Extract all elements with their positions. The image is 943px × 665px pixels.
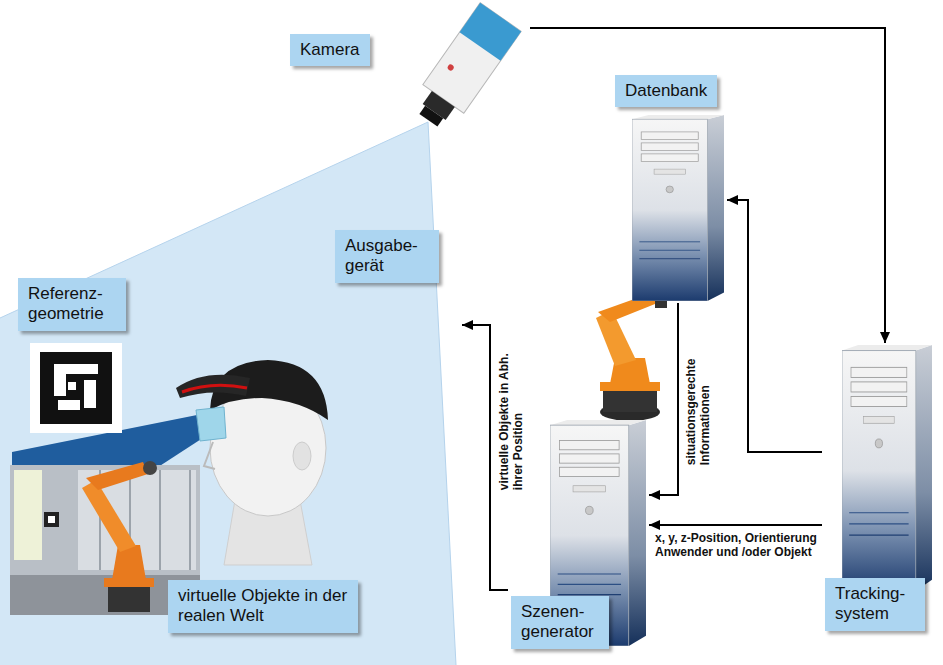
marker-pattern xyxy=(68,382,76,390)
data-flow-arrow xyxy=(727,195,822,452)
component-node: Szenen-generator xyxy=(508,418,649,663)
data-flow-arrow xyxy=(649,520,822,530)
arrow-head xyxy=(649,520,660,530)
arrow-line xyxy=(530,28,885,343)
robot-arm xyxy=(82,480,136,552)
bust-ear xyxy=(293,442,311,470)
flow-label: situationsgerechte Informationen xyxy=(684,335,712,465)
camera-cone xyxy=(0,122,456,665)
cap-stripe xyxy=(182,385,247,392)
robot-wrist xyxy=(143,461,157,475)
camera-lens-front xyxy=(419,106,443,127)
camera-back xyxy=(460,3,522,61)
cap-visor xyxy=(176,375,250,398)
flow-label: virtuelle Objekte in Abh. ihrer Position xyxy=(497,350,525,490)
marker-pattern xyxy=(66,364,98,374)
arrow-head xyxy=(649,490,660,500)
bust-nose xyxy=(204,442,215,469)
component-node: Kamera xyxy=(288,2,530,137)
marker-ground xyxy=(30,343,122,433)
robot-base xyxy=(603,388,657,412)
component-label: Ausgabe-gerät xyxy=(335,230,439,283)
flow-label: x, y, z-Position, Orientierung Anwender … xyxy=(655,531,835,559)
component-label: Referenz-geometrie xyxy=(18,278,126,331)
arrow-line xyxy=(649,303,678,495)
arrow-head xyxy=(462,320,473,330)
photo-marker xyxy=(44,512,59,527)
component-node: virtuelle Objekte in der realen Welt xyxy=(168,580,358,633)
arrow-head xyxy=(880,332,890,343)
robot-turret xyxy=(112,545,146,580)
database-server xyxy=(632,115,724,301)
component-node: Tracking-system xyxy=(822,343,938,631)
fence-bar xyxy=(189,470,191,570)
fence-bar xyxy=(159,470,161,570)
component-node: Datenbank xyxy=(615,75,727,303)
photo-marker-inner xyxy=(48,516,55,523)
marker-pattern xyxy=(84,380,96,408)
component-label: Kamera xyxy=(290,34,370,66)
camera-led xyxy=(447,63,455,71)
component-node: Referenz-geometrie xyxy=(15,275,150,435)
component-label: virtuelle Objekte in der realen Welt xyxy=(168,580,358,633)
component-label: Tracking-system xyxy=(825,578,925,631)
component-label: Datenbank xyxy=(615,75,717,107)
cone-edge xyxy=(428,122,456,665)
data-flow-arrow xyxy=(530,28,890,343)
component-node: Ausgabe-gerät xyxy=(170,228,462,560)
marker-pattern xyxy=(54,364,66,396)
ar-glasses xyxy=(196,407,226,441)
component-label: Szenen-generator xyxy=(511,596,609,649)
data-flow-arrow xyxy=(649,303,678,500)
arrow-line xyxy=(727,200,822,452)
arrow-head xyxy=(727,195,738,205)
camera-icon xyxy=(408,3,521,135)
marker-square xyxy=(40,352,112,424)
arrow-line xyxy=(649,524,822,526)
robot-forearm xyxy=(86,462,148,490)
marker-pattern xyxy=(58,400,80,410)
tracking-server xyxy=(842,345,932,591)
photo-poster xyxy=(14,470,42,560)
